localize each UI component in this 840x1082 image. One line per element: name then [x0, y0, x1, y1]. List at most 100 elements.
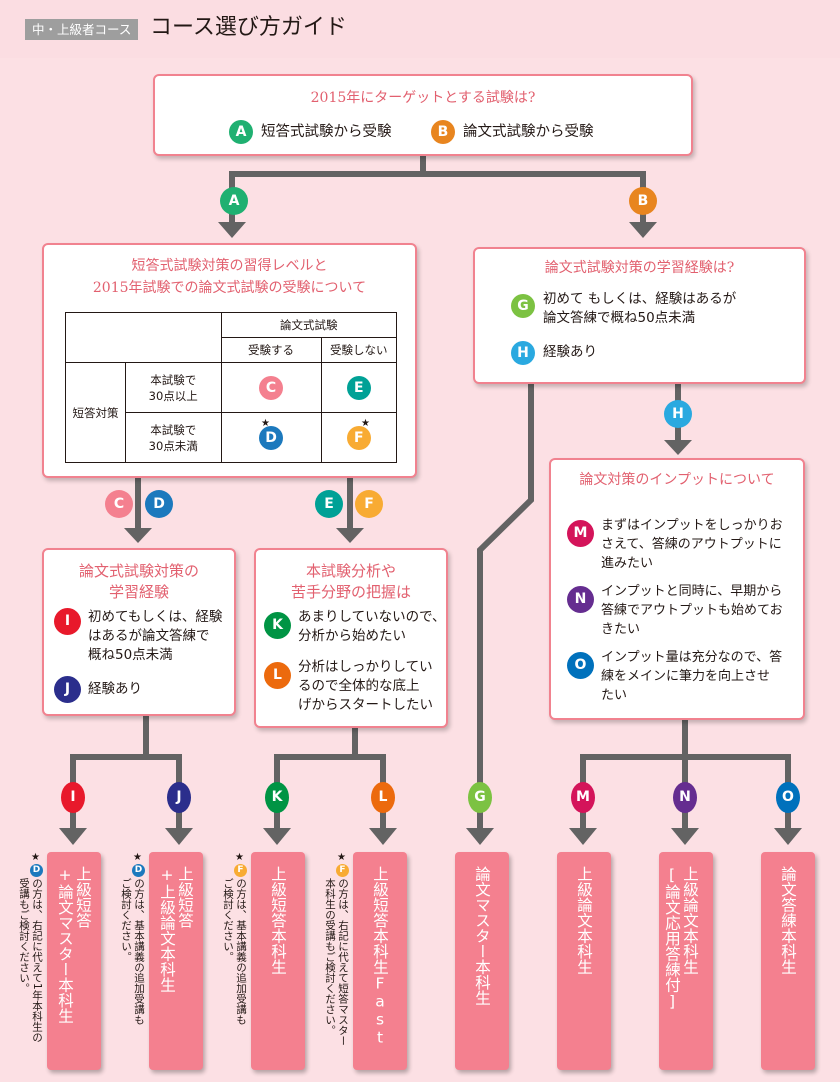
badge-n: N: [673, 782, 697, 813]
row-group-header: 短答対策: [65, 362, 126, 463]
option-b: B 論文式試験から受験: [431, 120, 611, 144]
course-level-tag: 中・上級者コース: [25, 19, 139, 40]
badge-m: M: [571, 782, 595, 813]
arrow-i: [59, 828, 87, 845]
course-card-i[interactable]: 上級短答 +論文マスター本科生: [47, 852, 101, 1070]
course-card-m[interactable]: 上級論文本科生: [557, 852, 611, 1070]
badge-b: B: [629, 187, 657, 215]
col-header-take: 受験する: [220, 337, 322, 363]
star-icon: ★: [31, 852, 40, 863]
star-icon: ★: [133, 852, 142, 863]
question-title: 論文式試験対策の学習経験は?: [544, 260, 735, 276]
note-badge-f: F: [234, 864, 247, 877]
cell-d: D: [220, 412, 322, 463]
connector-q1-split: [229, 156, 646, 222]
note-badge-d: D: [132, 864, 145, 877]
connector-q5-split: [274, 728, 386, 828]
cell-e: E: [320, 362, 397, 413]
option-o: O インプット量は充分なので、答 練をメインに筆力を向上させ たい: [567, 648, 803, 706]
question-box-essay-experience: 論文式試験対策の学習経験は? G 初めて もしくは、経験はあるが 論文答練で概ね…: [473, 247, 806, 384]
course-name: 上級短答 +論文マスター本科生: [56, 866, 92, 1024]
option-i: I 初めてもしくは、経験 はあるが論文答練で 概ね50点未満: [54, 608, 234, 666]
course-card-g[interactable]: 論文マスター本科生: [455, 852, 509, 1070]
connector-q4-split: [70, 716, 182, 828]
arrow-g: [466, 828, 494, 845]
arrow-b: [629, 222, 657, 238]
course-name: 上級論文本科生 [論文応用答練付]: [663, 866, 699, 1011]
badge-i-icon: I: [54, 608, 81, 635]
badge-g: G: [468, 782, 492, 813]
option-a: A 短答式試験から受験: [229, 120, 409, 144]
badge-i: I: [61, 782, 85, 813]
course-name: 上級短答本科生Fast: [371, 866, 389, 1047]
question-box-essay-study: 論文式試験対策の 学習経験 I 初めてもしくは、経験 はあるが論文答練で 概ね5…: [42, 548, 236, 716]
arrow-h: [664, 440, 692, 455]
arrow-j: [165, 828, 193, 845]
option-label: まずはインプットをしっかりお さえて、答練のアウトプットに 進みたい: [601, 518, 783, 571]
question-title-line2: 2015年試験での論文式試験の受験について: [92, 280, 367, 296]
badge-l-icon: L: [264, 662, 291, 689]
course-card-j[interactable]: 上級短答 +上級論文本科生: [149, 852, 203, 1070]
badge-a: A: [220, 187, 248, 215]
arrow-n: [671, 828, 699, 845]
question-title-line1: 短答式試験対策の習得レベルと: [131, 258, 328, 274]
badge-a-icon: A: [229, 120, 253, 144]
star-icon-d: ★: [261, 418, 270, 429]
option-l: L 分析はしっかりしてい るので全体的な底上 げからスタートしたい: [264, 658, 448, 716]
option-n: N インプットと同時に、早期から 答練でアウトプットも始めてお きたい: [567, 582, 803, 640]
note-text: の方は、右記に代えて短答マスター 本科生の受講もご検討ください。: [324, 878, 349, 1046]
option-label: 経験あり: [543, 344, 597, 360]
course-name: 上級論文本科生: [575, 866, 593, 975]
badge-d-icon: D: [259, 425, 283, 450]
note-text: の方は、右記に代えて1年本科生の 受講もご検討ください。: [18, 878, 43, 1043]
badge-c-icon: C: [259, 375, 283, 400]
badge-j-icon: J: [54, 676, 81, 703]
course-card-k[interactable]: 上級短答本科生: [251, 852, 305, 1070]
badge-d: D: [145, 490, 173, 518]
badge-f: F: [355, 490, 383, 518]
arrow-m: [569, 828, 597, 845]
row-header-30-minus: 本試験で 30点未満: [125, 412, 222, 463]
course-card-n[interactable]: 上級論文本科生 [論文応用答練付]: [659, 852, 713, 1070]
question-title-line1: 論文式試験対策の: [78, 562, 199, 580]
arrow-ef: [336, 528, 364, 543]
badge-j: J: [167, 782, 191, 813]
course-card-o[interactable]: 論文答練本科生: [761, 852, 815, 1070]
question-box-target-exam: 2015年にターゲットとする試験は? A 短答式試験から受験 B 論文式試験から…: [153, 74, 693, 156]
option-label: 短答式試験から受験: [261, 124, 392, 140]
question-box-short-answer-level: 短答式試験対策の習得レベルと 2015年試験での論文式試験の受験について 論文式…: [42, 243, 417, 478]
badge-o-icon: O: [567, 652, 594, 679]
table-corner: [65, 312, 222, 363]
badge-h: H: [664, 400, 692, 428]
note-badge-f: F: [336, 864, 349, 877]
note-badge-d: D: [30, 864, 43, 877]
question-title-line1: 本試験分析や: [305, 562, 396, 580]
question-title-line2: 苦手分野の把握は: [290, 583, 411, 601]
star-icon: ★: [337, 852, 346, 863]
level-table: 論文式試験 受験する 受験しない 短答対策 本試験で 30点以上 C E 本試験…: [65, 312, 397, 463]
badge-l: L: [371, 782, 395, 813]
course-name: 上級短答本科生: [269, 866, 287, 975]
option-label: 初めて もしくは、経験はあるが 論文答練で概ね50点未満: [543, 291, 737, 326]
col-group-header: 論文式試験: [220, 312, 397, 338]
option-label: 論文式試験から受験: [463, 124, 594, 140]
arrow-o: [774, 828, 802, 845]
option-j: J 経験あり: [54, 676, 234, 703]
badge-f-icon: F: [346, 425, 371, 450]
badge-k-icon: K: [264, 612, 291, 639]
course-card-l[interactable]: 上級短答本科生Fast: [353, 852, 407, 1070]
badge-k: K: [265, 782, 289, 813]
option-k: K あまりしていないので、 分析から始めたい: [264, 608, 448, 648]
row-header-30-plus: 本試験で 30点以上: [125, 362, 222, 413]
option-h: H 経験あり: [511, 341, 791, 365]
badge-h-icon: H: [511, 341, 535, 365]
badge-n-icon: N: [567, 586, 594, 613]
col-header-no-take: 受験しない: [320, 337, 397, 363]
arrow-l: [369, 828, 397, 845]
note-text: の方は、基本講義の追加受講も ご検討ください。: [222, 878, 247, 1025]
arrow-cd: [124, 528, 152, 543]
badge-c: C: [105, 490, 133, 518]
option-label: あまりしていないので、 分析から始めたい: [298, 609, 446, 644]
connector-g: [477, 382, 534, 828]
